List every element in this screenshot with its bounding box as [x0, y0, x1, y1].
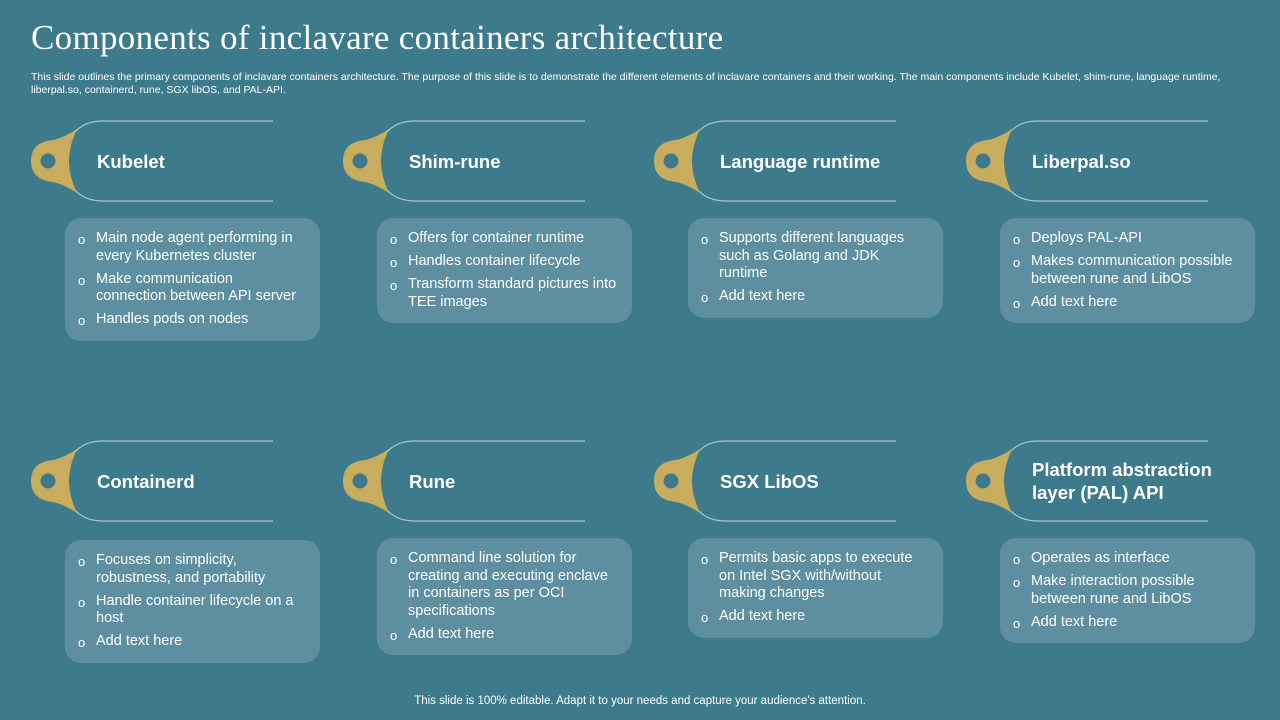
bullet-item: Offers for container runtime	[389, 230, 618, 248]
bullet-item: Main node agent performing in every Kube…	[77, 230, 306, 265]
key-knob-icon	[343, 449, 389, 513]
bullet-item: Add text here	[389, 626, 618, 644]
bullet-item: Add text here	[700, 608, 929, 626]
component-heading: Liberpal.so	[1032, 150, 1131, 172]
key-knob-icon	[31, 129, 77, 193]
component-card: RuneCommand line solution for creating a…	[341, 440, 641, 670]
bullet-list: Deploys PAL-API Makes communication possi…	[1012, 230, 1241, 311]
bullet-list: Permits basic apps to execute on Intel S…	[700, 550, 929, 626]
bullet-item: Focuses on simplicity, robustness, and p…	[77, 552, 306, 587]
bullet-item: Add text here	[77, 633, 306, 651]
bullet-item: Command line solution for creating and e…	[389, 550, 618, 620]
component-card: Liberpal.soDeploys PAL-API Makes communic…	[964, 120, 1264, 350]
component-heading: SGX LibOS	[720, 470, 819, 492]
component-card: SGX LibOS Permits basic apps to execute o…	[652, 440, 952, 670]
component-heading: Containerd	[97, 470, 195, 492]
bullet-item: Transform standard pictures into TEE ima…	[389, 276, 618, 311]
component-details-box: Main node agent performing in every Kube…	[65, 218, 320, 341]
key-knob-icon	[966, 449, 1012, 513]
component-card: Shim-runeOffers for container runtimeHan…	[341, 120, 641, 350]
component-details-box: Deploys PAL-API Makes communication possi…	[1000, 218, 1255, 323]
component-heading: Rune	[409, 470, 456, 492]
bullet-list: Focuses on simplicity, robustness, and p…	[77, 552, 306, 651]
slide-title: Components of inclavare containers archi…	[31, 18, 724, 57]
key-knob-icon	[343, 129, 389, 193]
bullet-item: Permits basic apps to execute on Intel S…	[700, 550, 929, 603]
bullet-item: Supports different languages such as Gol…	[700, 230, 929, 283]
bullet-list: Supports different languages such as Gol…	[700, 230, 929, 306]
bullet-item: Make communication connection between AP…	[77, 271, 306, 306]
bullet-item: Makes communication possible between run…	[1012, 253, 1241, 288]
component-card: Platform abstraction layer (PAL) API Oper…	[964, 440, 1264, 670]
bullet-list: Command line solution for creating and e…	[389, 550, 618, 643]
bullet-list: Main node agent performing in every Kube…	[77, 230, 306, 329]
component-card: KubeletMain node agent performing in eve…	[29, 120, 329, 350]
key-knob-icon	[966, 129, 1012, 193]
slide-subtitle: This slide outlines the primary componen…	[31, 71, 1221, 96]
bullet-item: Handles container lifecycle	[389, 253, 618, 271]
component-heading: Language runtime	[720, 150, 881, 172]
slide-footer: This slide is 100% editable. Adapt it to…	[414, 695, 866, 707]
bullet-item: Operates as interface	[1012, 550, 1241, 568]
bullet-item: Handles pods on nodes	[77, 311, 306, 329]
bullet-item: Add text here	[1012, 614, 1241, 632]
bullet-item: Make interaction possible between rune a…	[1012, 573, 1241, 608]
bullet-item: Add text here	[700, 288, 929, 306]
bullet-item: Add text here	[1012, 294, 1241, 312]
component-card: Language runtimeSupports different langu…	[652, 120, 952, 350]
key-knob-icon	[654, 129, 700, 193]
bullet-item: Handle container lifecycle on a host	[77, 593, 306, 628]
component-heading: Platform abstraction layer (PAL) API	[1032, 459, 1212, 503]
component-heading: Kubelet	[97, 150, 165, 172]
bullet-list: Offers for container runtimeHandles cont…	[389, 230, 618, 311]
component-details-box: Offers for container runtimeHandles cont…	[377, 218, 632, 323]
component-details-box: Command line solution for creating and e…	[377, 538, 632, 655]
key-knob-icon	[654, 449, 700, 513]
component-heading: Shim-rune	[409, 150, 501, 172]
component-details-box: Supports different languages such as Gol…	[688, 218, 943, 318]
component-card: ContainerdFocuses on simplicity, robustn…	[29, 440, 329, 670]
component-details-box: Focuses on simplicity, robustness, and p…	[65, 540, 320, 663]
key-knob-icon	[31, 449, 77, 513]
bullet-list: Operates as interfaceMake interaction po…	[1012, 550, 1241, 631]
bullet-item: Deploys PAL-API	[1012, 230, 1241, 248]
component-details-box: Permits basic apps to execute on Intel S…	[688, 538, 943, 638]
component-details-box: Operates as interfaceMake interaction po…	[1000, 538, 1255, 643]
